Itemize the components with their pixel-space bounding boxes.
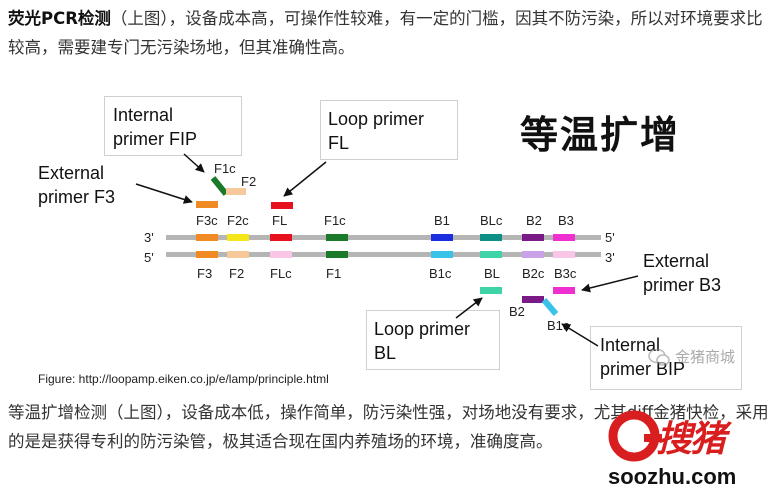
paragraph-lamp: 等温扩增检测（上图），设备成本低，操作简单，防污染性强，对场地没有要求，尤其di… [8, 398, 770, 456]
primer-fip-f2 [226, 188, 246, 195]
tick-f2c: F2c [227, 213, 249, 228]
tick-f2: F2 [229, 266, 245, 281]
lamp-text: 等温扩增检测（上图），设备成本低，操作简单，防污染性强，对场地没有要求，尤其di… [8, 403, 769, 451]
wechat-watermark-text: 金猪商城 [675, 348, 736, 366]
tick-b1c: B1c [429, 266, 452, 281]
paragraph-pcr: 荧光PCR检测（上图），设备成本高，可操作性较难，有一定的门槛，因其不防污染，所… [8, 4, 770, 62]
strand-end-bottom-right: 3' [605, 250, 615, 265]
lamp-figure: 等温扩增 Internal primer FIP Loop primer FL … [8, 80, 770, 394]
bl-label-box [366, 310, 500, 370]
fip-label-line2: primer FIP [113, 129, 198, 149]
b3-label-line1: External [643, 251, 710, 271]
dna-strand-bottom [166, 252, 601, 257]
seg-f2c [227, 234, 249, 241]
figure-caption: Figure: http://loopamp.eiken.co.jp/e/lam… [38, 372, 329, 386]
arrow-b3 [581, 275, 639, 293]
primer-fl [271, 202, 293, 209]
seg-flc [270, 251, 292, 258]
figure-title: 等温扩增 [520, 113, 681, 157]
seg-b1 [431, 234, 453, 241]
seg-blc [480, 234, 502, 241]
fip-label-box [104, 96, 242, 156]
pcr-heading: 荧光PCR检测 [8, 9, 111, 28]
seg-f1 [326, 251, 348, 258]
tick-bl: BL [484, 266, 500, 281]
fl-label-line1: Loop primer [328, 109, 425, 129]
fl-label-line2: FL [328, 133, 350, 153]
tick-f1c: F1c [324, 213, 346, 228]
seg-b2c [522, 251, 544, 258]
tick-b3c: B3c [554, 266, 577, 281]
primer-bip-b2 [522, 296, 544, 303]
f3-label-line2: primer F3 [38, 187, 116, 207]
tick-b3: B3 [558, 213, 574, 228]
strand-end-top-left: 3' [144, 230, 154, 245]
f3-label-line1: External [38, 163, 105, 183]
seg-b1c [431, 251, 453, 258]
soozhu-logo-icon [608, 410, 662, 462]
tick-b2c: B2c [522, 266, 545, 281]
tick-f1: F1 [326, 266, 342, 281]
tick-b2: B2 [526, 213, 542, 228]
seg-b3c [553, 251, 575, 258]
primer-label-f2: F2 [241, 174, 257, 189]
arrow-bl [455, 297, 483, 319]
tick-f3c: F3c [196, 213, 218, 228]
fl-label-box [320, 100, 458, 160]
tick-fl: FL [272, 213, 288, 228]
arrow-fip [183, 153, 205, 173]
primer-fip-f1c [210, 176, 229, 196]
seg-b3 [553, 234, 575, 241]
seg-b2 [522, 234, 544, 241]
seg-f1c [326, 234, 348, 241]
soozhu-watermark: 搜猪 soozhu.com [604, 406, 772, 492]
strand-end-bottom-left: 5' [144, 250, 154, 265]
bl-label-line1: Loop primer [374, 319, 471, 339]
seg-f3 [196, 251, 218, 258]
arrow-f3 [135, 183, 193, 204]
primer-bl [480, 287, 502, 294]
fip-label-line1: Internal [113, 105, 174, 125]
primer-f3 [196, 201, 218, 208]
tick-flc: FLc [270, 266, 292, 281]
primer-bip-b1c [541, 298, 559, 316]
seg-fl [270, 234, 292, 241]
seg-bl [480, 251, 502, 258]
wechat-icon [648, 348, 670, 366]
arrow-bip [561, 323, 599, 347]
tick-f3: F3 [197, 266, 213, 281]
brand-cn-text: 搜猪 [656, 418, 726, 460]
primer-label-f1c: F1c [214, 161, 236, 176]
primer-b3 [553, 287, 575, 294]
strand-end-top-right: 5' [605, 230, 615, 245]
b3-label-line2: primer B3 [643, 275, 722, 295]
bip-label-line1: Internal [600, 335, 661, 355]
lamp-diagram-svg [135, 153, 639, 347]
seg-f2 [227, 251, 249, 258]
tick-b1: B1 [434, 213, 450, 228]
arrow-fl [283, 161, 327, 197]
bl-label-line2: BL [374, 343, 397, 363]
primer-label-b2: B2 [509, 304, 525, 319]
wechat-watermark: 金猪商城 [648, 346, 735, 367]
tick-blc: BLc [480, 213, 503, 228]
pcr-text: （上图），设备成本高，可操作性较难，有一定的门槛，因其不防污染，所以对环境要求比… [8, 9, 763, 57]
brand-site-text: soozhu.com [608, 464, 737, 489]
dna-strand-top [166, 235, 601, 240]
seg-f3c [196, 234, 218, 241]
